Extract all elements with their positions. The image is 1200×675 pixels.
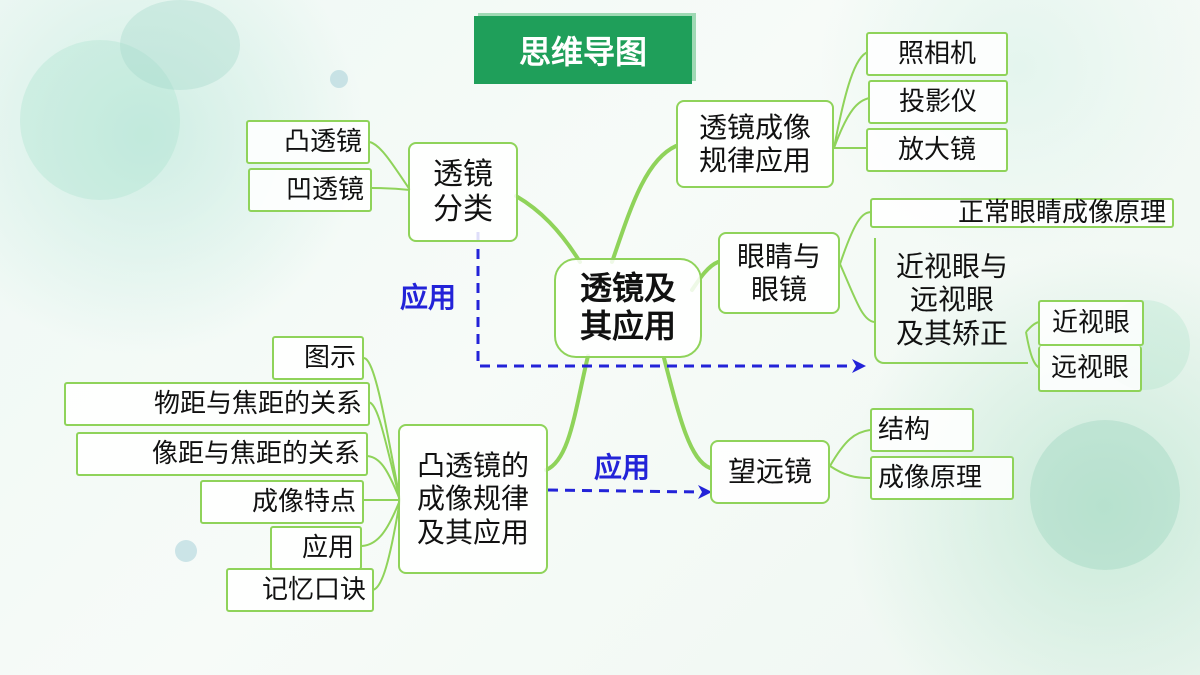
leaf-object-distance-focal: 物距与焦距的关系: [64, 382, 370, 426]
center-line2: 其应用: [579, 307, 676, 345]
leaf-magnifier: 放大镜: [866, 128, 1008, 172]
link-center-telescope: [662, 356, 712, 470]
arrow-label-left: 应用: [400, 281, 457, 314]
leaf-imaging-features: 成像特点: [200, 480, 364, 524]
branch-line: 透镜: [433, 156, 493, 192]
sub-line: 近视眼与: [895, 250, 1008, 284]
sub-myopia-hyperopia: 近视眼与 远视眼 及其矫正: [874, 238, 1028, 364]
arrow-head-telescope: [698, 485, 712, 499]
link-center-classification: [514, 194, 582, 264]
leaf-hyperopia: 远视眼: [1038, 346, 1142, 392]
branch-imaging-application: 透镜成像 规律应用: [676, 100, 834, 188]
branch-line: 分类: [433, 192, 493, 227]
branch-line: 及其应用: [416, 515, 529, 549]
arrow-heads: [698, 359, 866, 499]
leaf-mnemonic: 记忆口诀: [226, 568, 374, 612]
center-line1: 透镜及: [579, 269, 676, 308]
branch-line: 眼镜: [750, 273, 807, 306]
branch-line: 透镜成像: [698, 110, 811, 144]
branch-line: 成像规律: [416, 482, 529, 516]
branch-telescope: 望远镜: [710, 440, 830, 504]
branch-line: 凸透镜的: [416, 449, 529, 483]
branch-line: 眼睛与: [736, 239, 821, 273]
leaf-application: 应用: [270, 526, 362, 570]
leaf-convex-lens: 凸透镜: [246, 120, 370, 164]
leaf-structure: 结构: [870, 408, 974, 452]
application-arrows: [476, 232, 854, 494]
page-title: 思维导图: [474, 16, 692, 84]
leaf-projector: 投影仪: [868, 80, 1008, 124]
leaf-imaging-principle: 成像原理: [870, 456, 1014, 500]
branch-lens-classification: 透镜 分类: [408, 142, 518, 242]
link-center-imaging: [610, 144, 678, 264]
sub-line: 及其矫正: [895, 316, 1008, 350]
sub-line: 远视眼: [909, 283, 994, 317]
leaf-concave-lens: 凹透镜: [248, 168, 372, 212]
branch-eye-and-glasses: 眼睛与 眼镜: [718, 232, 840, 314]
arrow-convex-to-telescope: [547, 488, 701, 494]
branch-convex-lens-rules: 凸透镜的 成像规律 及其应用: [398, 424, 548, 574]
leaf-connectors: [361, 51, 1041, 591]
leaf-diagram: 图示: [272, 336, 364, 380]
link-center-convex: [544, 354, 590, 472]
leaf-image-distance-focal: 像距与焦距的关系: [76, 432, 368, 476]
leaf-camera: 照相机: [866, 32, 1008, 76]
arrow-label-bottom: 应用: [594, 451, 651, 484]
leaf-myopia: 近视眼: [1038, 300, 1144, 346]
center-node: 透镜及 其应用: [554, 258, 702, 358]
arrow-head-eye: [852, 359, 866, 373]
branch-line: 规律应用: [698, 144, 811, 177]
leaf-normal-eye-imaging: 正常眼睛成像原理: [870, 198, 1174, 228]
